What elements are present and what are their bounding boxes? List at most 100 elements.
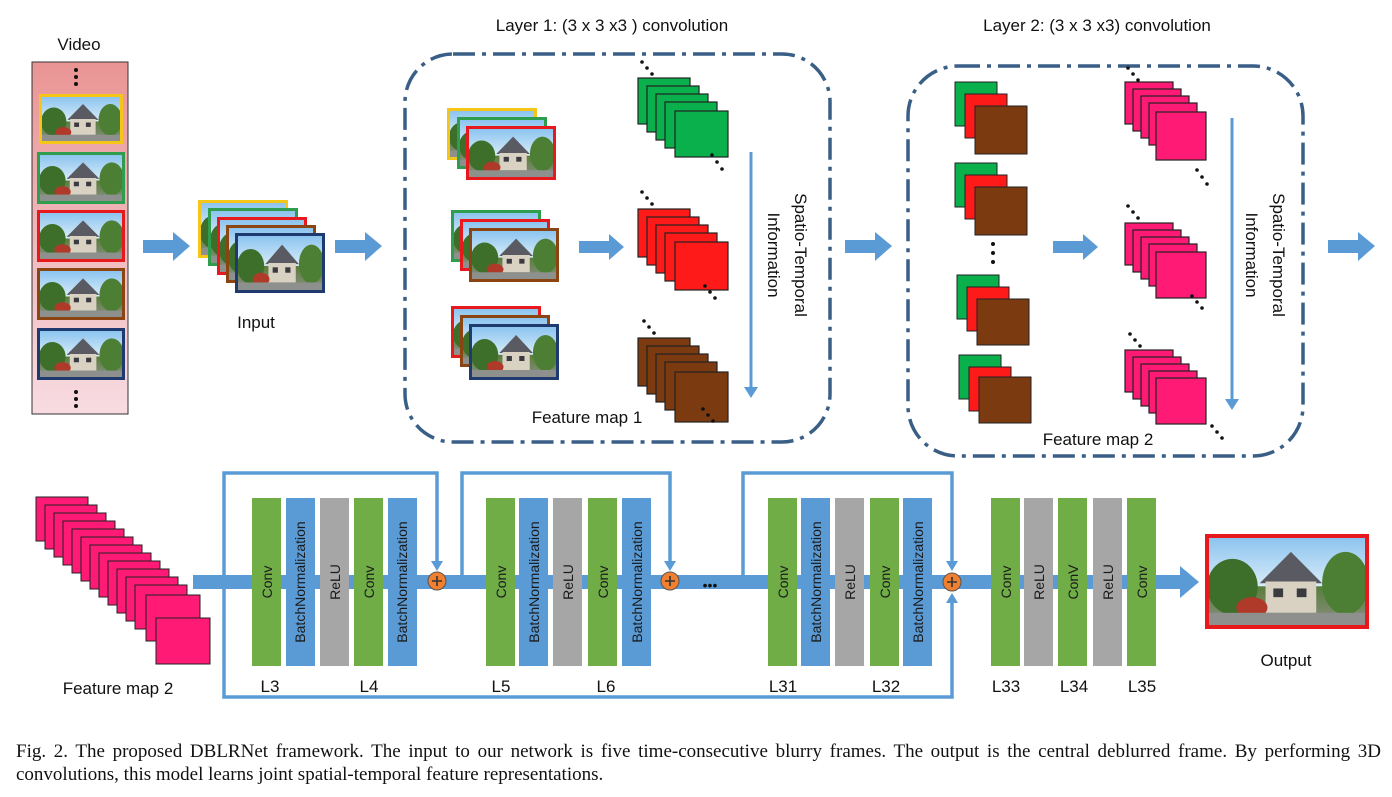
block-conv-l33-label: Conv: [998, 566, 1014, 599]
video-bottom-ellipsis: [74, 390, 78, 408]
block-conv-l35: Conv: [1127, 498, 1156, 666]
block-relu-l34: ReLU: [1093, 498, 1122, 666]
block-relu-1: ReLU: [320, 498, 349, 666]
block-conv-l5: Conv: [486, 498, 515, 666]
figure-caption: Fig. 2. The proposed DBLRNet framework. …: [16, 741, 1381, 785]
fmap2-pink-dots-2: [1126, 204, 1204, 310]
arrow-input-to-layer1: [335, 232, 382, 261]
video-frame-brown: [37, 268, 125, 320]
layer-label-l33: L33: [992, 677, 1020, 696]
fmap2-pink-stack-3: [1124, 349, 1207, 425]
video-frame-green: [37, 152, 125, 204]
layer-label-l5: L5: [492, 677, 511, 696]
layer2-box: [906, 64, 1305, 458]
dblrnet-diagram: Video Input: [31, 16, 1375, 699]
fmap2-pink-dots-3: [1128, 332, 1224, 440]
block-bn-l31: BatchNormalization: [801, 498, 830, 666]
block-bn-l6-label: BatchNormalization: [629, 521, 645, 642]
block-conv-l4: Conv: [354, 498, 383, 666]
layer-label-l31: L31: [769, 677, 797, 696]
main-flow-arrowhead: [1180, 566, 1199, 598]
block-conv-l34: ConV: [1058, 498, 1087, 666]
skip-connection-1: [222, 471, 439, 582]
video-frame-yellow: [39, 94, 123, 144]
layer2-input-ellipsis: [991, 242, 995, 264]
block-relu-3: ReLU: [835, 498, 864, 666]
layer1-input-group-1: [447, 108, 556, 180]
pipeline-ellipsis: •••: [703, 577, 718, 593]
block-bn-l32: BatchNormalization: [903, 498, 932, 666]
layer1-input-group-2: [451, 210, 559, 282]
block-bn-l5-label: BatchNormalization: [526, 521, 542, 642]
block-conv-l3: Conv: [252, 498, 281, 666]
block-conv-l4-label: Conv: [361, 566, 377, 599]
layer2-input-stack-4: [958, 354, 1032, 424]
layer1-information-label: Information: [764, 212, 783, 297]
fmap1-brown-stack: [637, 337, 729, 423]
layer-label-l4: L4: [360, 677, 379, 696]
block-relu-l34-label: ReLU: [1100, 564, 1116, 600]
layer1-box: [403, 52, 832, 444]
block-conv-l3-label: Conv: [259, 566, 275, 599]
block-relu-3-label: ReLU: [842, 564, 858, 600]
block-relu-2: ReLU: [553, 498, 582, 666]
fmap1-red-stack: [637, 208, 729, 291]
block-conv-l6: Conv: [588, 498, 617, 666]
fmap2-pink-stack-2: [1124, 222, 1207, 299]
sum-node-2: [660, 571, 680, 591]
block-bn-l31-label: BatchNormalization: [808, 521, 824, 642]
output-image: [1205, 534, 1369, 629]
block-conv-l33: Conv: [991, 498, 1020, 666]
arrow-video-to-input: [143, 232, 190, 261]
block-bn-l32-label: BatchNormalization: [910, 521, 926, 642]
block-bn-l4: BatchNormalization: [388, 498, 417, 666]
input-label: Input: [237, 313, 275, 332]
block-conv-l6-label: Conv: [595, 566, 611, 599]
video-frame-red: [37, 210, 125, 262]
block-conv-l32: Conv: [870, 498, 899, 666]
skip-connection-3: [741, 471, 954, 582]
fmap1-red-dots: [640, 190, 717, 300]
layer1-spatio-temporal-label: Spatio-Temporal: [791, 193, 810, 317]
feature-map-2-box-label: Feature map 2: [1043, 430, 1154, 449]
block-conv-l5-label: Conv: [493, 566, 509, 599]
video-label: Video: [57, 35, 100, 54]
fmap2-pink-dots-1: [1126, 66, 1209, 186]
layer2-input-stack-2: [954, 162, 1028, 236]
layer-label-l6: L6: [597, 677, 616, 696]
fmap2-pink-stack-1: [1124, 81, 1207, 161]
layer2-input-stack-1: [954, 81, 1028, 155]
block-conv-l31: Conv: [768, 498, 797, 666]
arrow-layer2-conv: [1053, 234, 1098, 260]
layer-label-l34: L34: [1060, 677, 1088, 696]
layer1-title: Layer 1: (3 x 3 x3 ) convolution: [496, 16, 728, 35]
layer-label-l32: L32: [872, 677, 900, 696]
layer2-spatio-temporal-label: Spatio-Temporal: [1269, 193, 1288, 317]
block-conv-l31-label: Conv: [775, 566, 791, 599]
feature-map-1-label: Feature map 1: [532, 408, 643, 427]
layer-label-l35: L35: [1128, 677, 1156, 696]
output-label: Output: [1260, 651, 1311, 670]
arrow-layer1-to-layer2: [845, 232, 892, 261]
layer2-information-label: Information: [1242, 212, 1261, 297]
layer2-spatio-temporal-arrow: [1225, 118, 1239, 410]
block-conv-l34-label: ConV: [1065, 564, 1081, 600]
sum-node-1: [427, 571, 447, 591]
block-relu-2-label: ReLU: [560, 564, 576, 600]
sum-node-3: [942, 572, 962, 592]
block-bn-l3: BatchNormalization: [286, 498, 315, 666]
block-bn-l6: BatchNormalization: [622, 498, 651, 666]
video-frame-navy: [37, 328, 125, 380]
layer1-spatio-temporal-arrow: [744, 152, 758, 398]
block-relu-l33: ReLU: [1024, 498, 1053, 666]
layer-labels: L3 L4 L5 L6 L31 L32 L33 L34 L35: [261, 677, 1157, 696]
block-relu-1-label: ReLU: [327, 564, 343, 600]
block-bn-l5: BatchNormalization: [519, 498, 548, 666]
block-bn-l3-label: BatchNormalization: [292, 521, 308, 642]
layer1-input-group-3: [451, 306, 559, 380]
arrow-layer2-out: [1328, 232, 1375, 261]
feature-map-2-stack: [35, 496, 211, 665]
block-relu-l33-label: ReLU: [1031, 564, 1047, 600]
block-bn-l4-label: BatchNormalization: [394, 521, 410, 642]
skip-connection-2: [460, 471, 672, 582]
